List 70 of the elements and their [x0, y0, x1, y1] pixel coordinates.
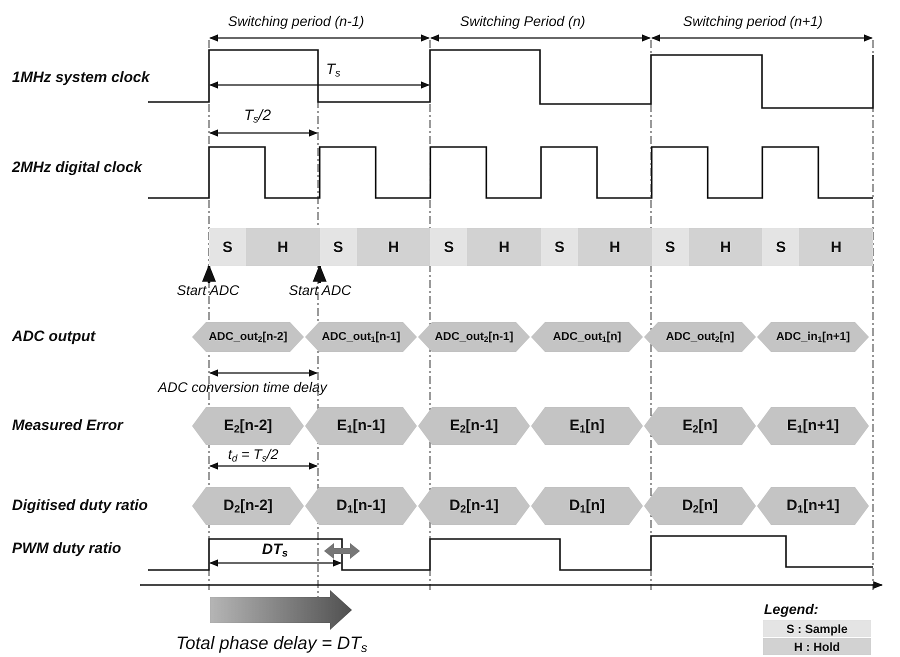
data-value: E$_{2}$[n]	[682, 416, 718, 436]
dimension-label: T$_{s}$	[326, 62, 340, 80]
data-value: E$_{1}$[n-1]	[336, 416, 386, 436]
period-label: Switching Period (n)	[460, 14, 586, 30]
sample-hold-cell: H	[578, 228, 652, 266]
data-hexagon	[418, 407, 530, 445]
dimension-label: T$_{s}$/2	[244, 108, 271, 126]
data-hexagon	[192, 322, 304, 352]
dimension-label: t$_{d}$ = T$_{s}$/2	[228, 447, 278, 466]
data-value: ADC_out$_{2}$[n-2]	[208, 330, 288, 344]
arrow	[202, 264, 216, 283]
legend-entry: H : Hold	[763, 638, 871, 655]
data-hexagon	[418, 322, 530, 352]
data-value: ADC_in$_{1}$[n+1]	[776, 330, 850, 344]
note: Total phase delay = DT$_{s}$	[176, 634, 368, 656]
data-hexagon	[531, 487, 643, 525]
period-label: Switching period (n-1)	[228, 14, 364, 30]
data-hexagon	[757, 407, 869, 445]
data-hexagon	[757, 487, 869, 525]
data-hexagon	[757, 322, 869, 352]
data-value: D$_{2}$[n-1]	[449, 496, 499, 516]
data-value: ADC_out$_{1}$[n]	[552, 330, 622, 344]
sample-hold-cell: S	[541, 228, 578, 266]
sample-hold-cell: S	[430, 228, 468, 266]
signal-name: PWM duty ratio	[12, 541, 122, 558]
data-value: D$_{2}$[n]	[682, 496, 718, 516]
sample-hold-cell: H	[246, 228, 320, 266]
sample-hold-cell: S	[652, 228, 689, 266]
annotation-text: Start ADC	[280, 283, 360, 303]
signal-name: ADC output	[12, 329, 96, 346]
sample-hold-cell: H	[688, 228, 762, 266]
dimension-label: DT$_{s}$	[262, 542, 288, 560]
sample-hold-cell: H	[467, 228, 541, 266]
data-value: ADC_out$_{2}$[n]	[666, 330, 734, 344]
data-hexagon	[644, 322, 756, 352]
signal-name: 2MHz digital clock	[12, 160, 142, 176]
data-value: ADC_out$_{2}$[n-1]	[434, 330, 514, 344]
data-value: D$_{2}$[n-2]	[223, 496, 273, 516]
data-hexagon	[192, 487, 304, 525]
data-value: E$_{1}$[n+1]	[786, 416, 840, 436]
sample-hold-cell: S	[320, 228, 357, 266]
data-value: D$_{1}$[n]	[569, 496, 605, 516]
data-value: D$_{1}$[n+1]	[786, 496, 840, 516]
sample-hold-cell: H	[799, 228, 873, 266]
sample-hold-cell: H	[356, 228, 430, 266]
data-hexagon	[305, 407, 417, 445]
data-value: ADC_out$_{1}$[n-1]	[322, 330, 400, 344]
data-hexagon	[531, 322, 643, 352]
arrow	[312, 264, 327, 283]
data-hexagon	[644, 487, 756, 525]
data-value: D$_{1}$[n-1]	[336, 496, 386, 516]
annotation-text: Start ADC	[168, 283, 248, 303]
data-hexagon	[531, 407, 643, 445]
data-hexagon	[192, 407, 304, 445]
legend-entry: S : Sample	[763, 620, 871, 637]
data-value: E$_{2}$[n-1]	[450, 416, 498, 436]
signal-name: Digitised duty ratio	[12, 498, 148, 514]
sample-hold-cell: S	[209, 228, 246, 266]
data-hexagon	[305, 322, 417, 352]
data-value: E$_{2}$[n-2]	[224, 416, 272, 436]
dimension-label: ADC conversion time delay	[158, 380, 327, 396]
sample-hold-cell: S	[762, 228, 800, 266]
data-hexagon	[305, 487, 417, 525]
signal-name: Measured Error	[12, 418, 123, 434]
data-hexagon	[644, 407, 756, 445]
data-hexagon	[418, 487, 530, 525]
period-label: Switching period (n+1)	[683, 14, 823, 30]
signal-name: 1MHz system clock	[12, 70, 150, 86]
legend-title: Legend:	[764, 602, 818, 618]
data-value: E$_{1}$[n]	[569, 416, 604, 436]
